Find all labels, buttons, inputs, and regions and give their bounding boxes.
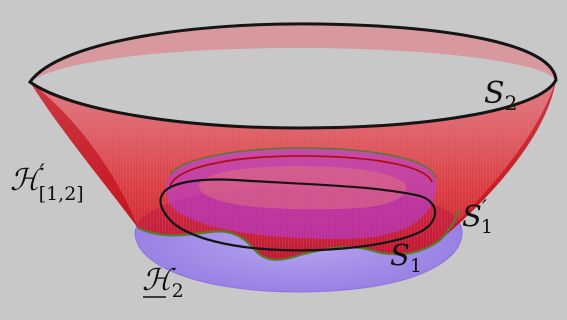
curve-s2	[27, 22, 558, 130]
label-s1: S1	[390, 238, 422, 277]
outer-surface-back	[30, 23, 556, 82]
curve-s1-prime	[137, 209, 460, 261]
label-h2: ℋ2	[142, 263, 184, 302]
curve-s1	[159, 178, 437, 252]
label-s2: S2	[484, 76, 517, 115]
inner-green-curve	[169, 147, 437, 179]
inner-red-curve	[169, 155, 433, 187]
label-h-1-2: ℋ′[1,2]	[10, 161, 84, 205]
label-s1-prime: S′1	[462, 197, 493, 238]
inner-surface-hole	[199, 166, 406, 210]
